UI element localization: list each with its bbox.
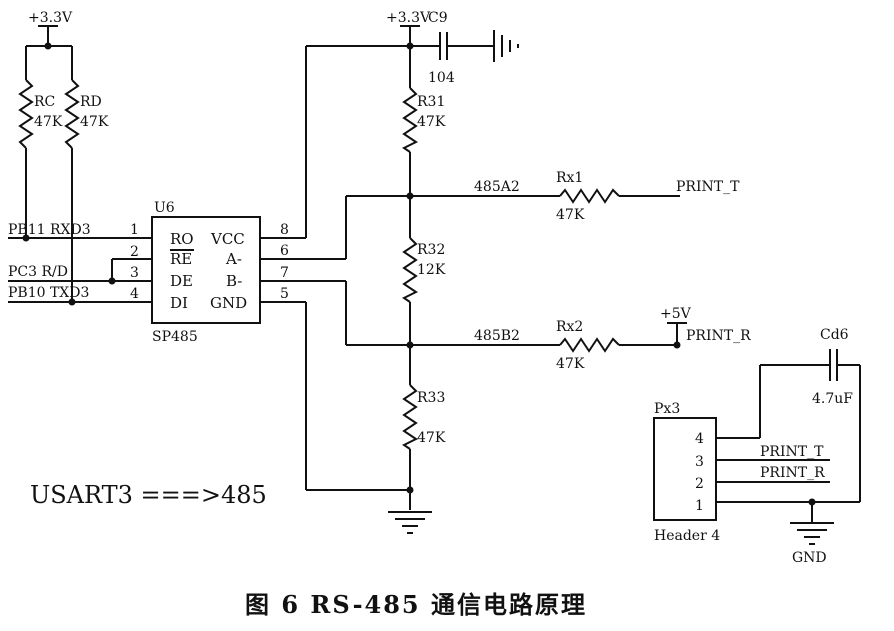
r32-name: R32 — [417, 242, 445, 258]
ground-bottom-center — [388, 511, 432, 534]
r31-value: 47K — [417, 114, 446, 130]
pin-b-name: B- — [226, 272, 242, 290]
print-t-net-label: PRINT_T — [676, 179, 740, 195]
pin-4-num: 4 — [130, 286, 139, 302]
vcc-top-label: +3.3V — [386, 10, 431, 26]
header-pin-2: 2 — [695, 476, 704, 492]
pin-3-num: 3 — [130, 265, 139, 281]
resistor-rd: RD 47K — [64, 46, 109, 302]
net-re-de: 2 — [111, 244, 152, 281]
pin-6-num: 6 — [280, 243, 289, 259]
net-vcc-ic: 8 — [260, 45, 410, 239]
ground-c9 — [493, 30, 519, 62]
junction-gnd — [406, 486, 414, 494]
pin-re-name: RE — [170, 250, 192, 268]
net-txd: PB10 TXD3 4 — [8, 285, 152, 306]
rx1-name: Rx1 — [556, 170, 583, 186]
net-485b2: 485B2 — [410, 328, 560, 346]
r32-value: 12K — [417, 262, 446, 278]
ground-header: GND — [790, 522, 834, 566]
cd6-name: Cd6 — [820, 327, 849, 343]
header-net-print-t: PRINT_T — [760, 444, 824, 460]
pin-de-name: DE — [170, 272, 193, 290]
pin-vcc-name: VCC — [210, 230, 245, 248]
rd-name: RD — [80, 94, 102, 110]
pin-ro-name: RO — [170, 230, 194, 248]
rxd-label: PB11 RXD3 — [8, 222, 91, 238]
header-ref: Px3 — [654, 401, 680, 417]
header-net-print-r: PRINT_R — [760, 465, 825, 481]
ic-part: SP485 — [152, 329, 198, 345]
r31-name: R31 — [417, 94, 445, 110]
a2-label: 485A2 — [474, 179, 520, 195]
header-px3: Px3 Header 4 4 3 2 1 — [653, 401, 720, 544]
vcc-5v-symbol: +5V PRINT_R — [660, 306, 751, 345]
r33-name: R33 — [417, 390, 445, 406]
net-rxd: PB11 RXD3 1 — [8, 222, 152, 242]
r33-value: 47K — [417, 430, 446, 446]
usart-annotation: USART3 ===>485 — [30, 481, 267, 509]
figure-caption: 图 6 RS-485 通信电路原理 — [245, 590, 587, 619]
pin-8-num: 8 — [280, 222, 289, 238]
resistor-rx1: Rx1 47K PRINT_T — [556, 170, 740, 223]
cd6-value: 4.7uF — [812, 391, 853, 407]
pin-1-num: 1 — [130, 222, 139, 238]
rc-name: RC — [34, 94, 55, 110]
net-b: 7 — [260, 265, 410, 346]
resistor-rx2: Rx2 47K — [556, 319, 681, 372]
c9-value: 104 — [428, 70, 455, 86]
header-pin-3: 3 — [695, 454, 704, 470]
net-gnd-ic: 5 — [260, 286, 410, 491]
rx1-value: 47K — [556, 207, 585, 223]
b2-label: 485B2 — [474, 328, 520, 344]
net-485a2: 485A2 — [410, 179, 560, 197]
vcc-left-label: +3.3V — [28, 10, 73, 26]
capacitor-c9: C9 104 — [410, 10, 494, 86]
header-pin-1: 1 — [695, 498, 704, 514]
pin-di-name: DI — [170, 294, 188, 312]
net-rd-ctrl: PC3 R/D 3 — [8, 264, 152, 285]
net-a: 6 — [260, 195, 410, 260]
vcc-top-symbol: +3.3V — [386, 10, 431, 50]
ic-sp485: U6 SP485 RO RE DE DI VCC A- B- GND — [151, 200, 261, 345]
resistor-r33: R33 47K — [402, 345, 446, 510]
txd-label: PB10 TXD3 — [8, 285, 89, 301]
rx2-value: 47K — [556, 356, 585, 372]
header-nets: PRINT_T PRINT_R — [716, 364, 860, 523]
capacitor-cd6: Cd6 4.7uF — [812, 327, 861, 502]
pin-7-num: 7 — [280, 265, 289, 281]
resistor-rc: RC 47K — [18, 46, 63, 238]
pin-5-num: 5 — [280, 286, 289, 302]
resistor-r31: R31 47K — [402, 46, 446, 196]
header-pin-4: 4 — [695, 431, 704, 447]
c9-name: C9 — [428, 10, 448, 26]
print-r-net-label: PRINT_R — [686, 328, 751, 344]
vcc-left-symbol: +3.3V — [26, 10, 73, 50]
pin-a-name: A- — [225, 250, 242, 268]
header-part: Header 4 — [654, 528, 720, 544]
rd-ctrl-label: PC3 R/D — [8, 264, 68, 280]
v5-label: +5V — [660, 306, 692, 322]
resistor-r32: R32 12K — [402, 196, 446, 345]
pin-gnd-name: GND — [210, 294, 247, 312]
ic-ref: U6 — [154, 200, 175, 216]
rd-value: 47K — [80, 114, 109, 130]
rx2-name: Rx2 — [556, 319, 583, 335]
rc-value: 47K — [34, 114, 63, 130]
gnd-label: GND — [792, 550, 827, 566]
pin-2-num: 2 — [130, 244, 139, 260]
